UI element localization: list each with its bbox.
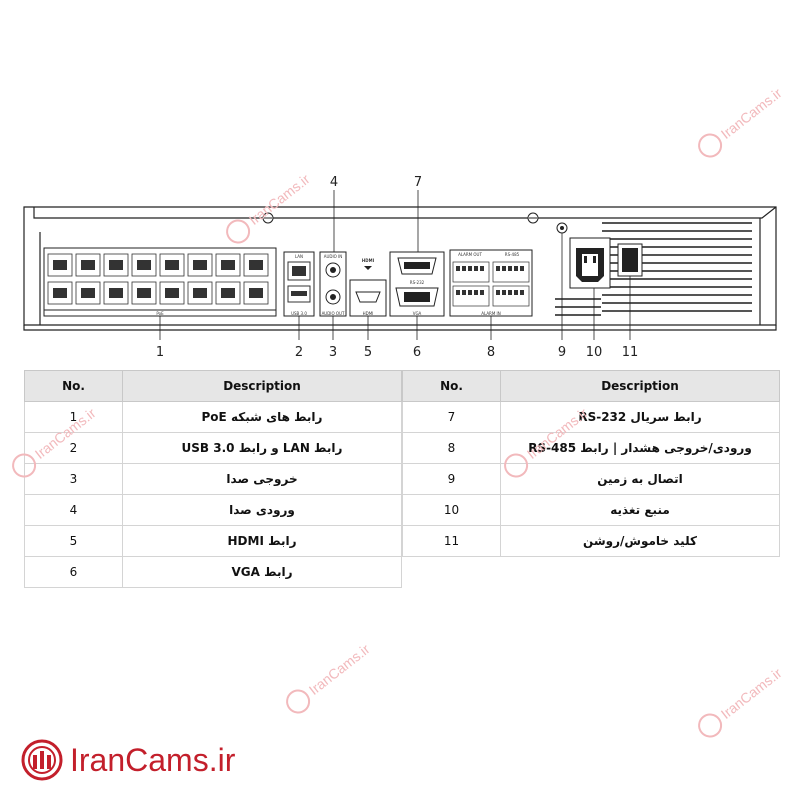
power-switch	[617, 243, 643, 277]
row-no: 8	[402, 432, 501, 464]
poe-port-block: PoE	[43, 247, 277, 317]
row-description: ورودی صدا	[122, 494, 402, 526]
brand-logo: IranCams.ir	[20, 738, 235, 782]
vent-grille	[555, 222, 752, 316]
callout-1: 1	[156, 345, 164, 360]
lan-label: LAN	[295, 254, 303, 259]
callout-leaders	[159, 190, 631, 340]
callout-10: 10	[586, 345, 603, 360]
vga-label: VGA	[413, 311, 422, 316]
callout-6: 6	[413, 345, 421, 360]
callout-7: 7	[414, 175, 422, 190]
row-no: 11	[402, 525, 501, 557]
header-description: Description	[500, 370, 780, 402]
alarm-out-label: ALARM OUT	[458, 252, 482, 257]
poe-label: PoE	[156, 311, 164, 316]
header-no: No.	[402, 370, 501, 402]
hdmi-label: HDMI	[363, 311, 374, 316]
alarm-in-label: ALARM IN	[481, 311, 500, 316]
row-description: رابط LAN و رابط USB 3.0	[122, 432, 402, 464]
rs232-vga-block: RS-232 VGA	[389, 251, 445, 317]
watermark-text: IranCams.ir	[717, 664, 785, 722]
row-description: رابط HDMI	[122, 525, 402, 557]
row-description: رابط VGA	[122, 556, 402, 588]
header-description: Description	[122, 370, 402, 402]
callout-3: 3	[329, 345, 337, 360]
nvr-rear-panel-diagram: PoE LAN USB 3.0 AUDIO IN AUDIO OUT HDMI …	[23, 175, 777, 360]
row-no: 3	[24, 463, 123, 495]
hdmi-logo-label: HDMI	[362, 258, 375, 263]
row-no: 1	[24, 401, 123, 433]
alarm-block: ALARM OUT RS-485 ALARM IN	[449, 249, 533, 317]
usb-label: USB 3.0	[291, 311, 307, 316]
ground-terminal	[556, 222, 568, 234]
row-description: ورودی/خروجی هشدار | رابط RS-485	[500, 432, 780, 464]
rs232-label: RS-232	[410, 280, 425, 285]
watermark: IranCams.ir	[281, 638, 375, 719]
row-description: رابط سریال RS-232	[500, 401, 780, 433]
row-no: 9	[402, 463, 501, 495]
row-description: اتصال به زمین	[500, 463, 780, 495]
thumb-screw-left	[262, 212, 274, 224]
audio-block: AUDIO IN AUDIO OUT	[319, 251, 347, 317]
irancams-logo-icon	[21, 739, 63, 781]
row-no: 10	[402, 494, 501, 526]
thumb-screw-right	[527, 212, 539, 224]
row-no: 7	[402, 401, 501, 433]
row-description: رابط های شبکه PoE	[122, 401, 402, 433]
callout-4: 4	[330, 175, 338, 190]
header-no: No.	[24, 370, 123, 402]
watermark: IranCams.ir	[693, 662, 787, 743]
row-no: 6	[24, 556, 123, 588]
callout-5: 5	[364, 345, 372, 360]
watermark-text: IranCams.ir	[305, 640, 373, 698]
row-description: خروجی صدا	[122, 463, 402, 495]
row-description: کلید خاموش/روشن	[500, 525, 780, 557]
hdmi-block: HDMI HDMI	[349, 258, 387, 317]
chassis	[23, 206, 777, 331]
audio-in-label: AUDIO IN	[324, 254, 343, 259]
lan-usb-block: LAN USB 3.0	[283, 251, 315, 317]
power-inlet	[569, 237, 611, 289]
callout-2: 2	[295, 345, 303, 360]
callout-11: 11	[622, 345, 639, 360]
rs485-label: RS-485	[505, 252, 520, 257]
callout-8: 8	[487, 345, 495, 360]
audio-out-label: AUDIO OUT	[322, 311, 345, 316]
row-no: 5	[24, 525, 123, 557]
row-description: منبع تغذیه	[500, 494, 780, 526]
callout-9: 9	[558, 345, 566, 360]
brand-name: IranCams.ir	[70, 741, 236, 778]
row-no: 4	[24, 494, 123, 526]
